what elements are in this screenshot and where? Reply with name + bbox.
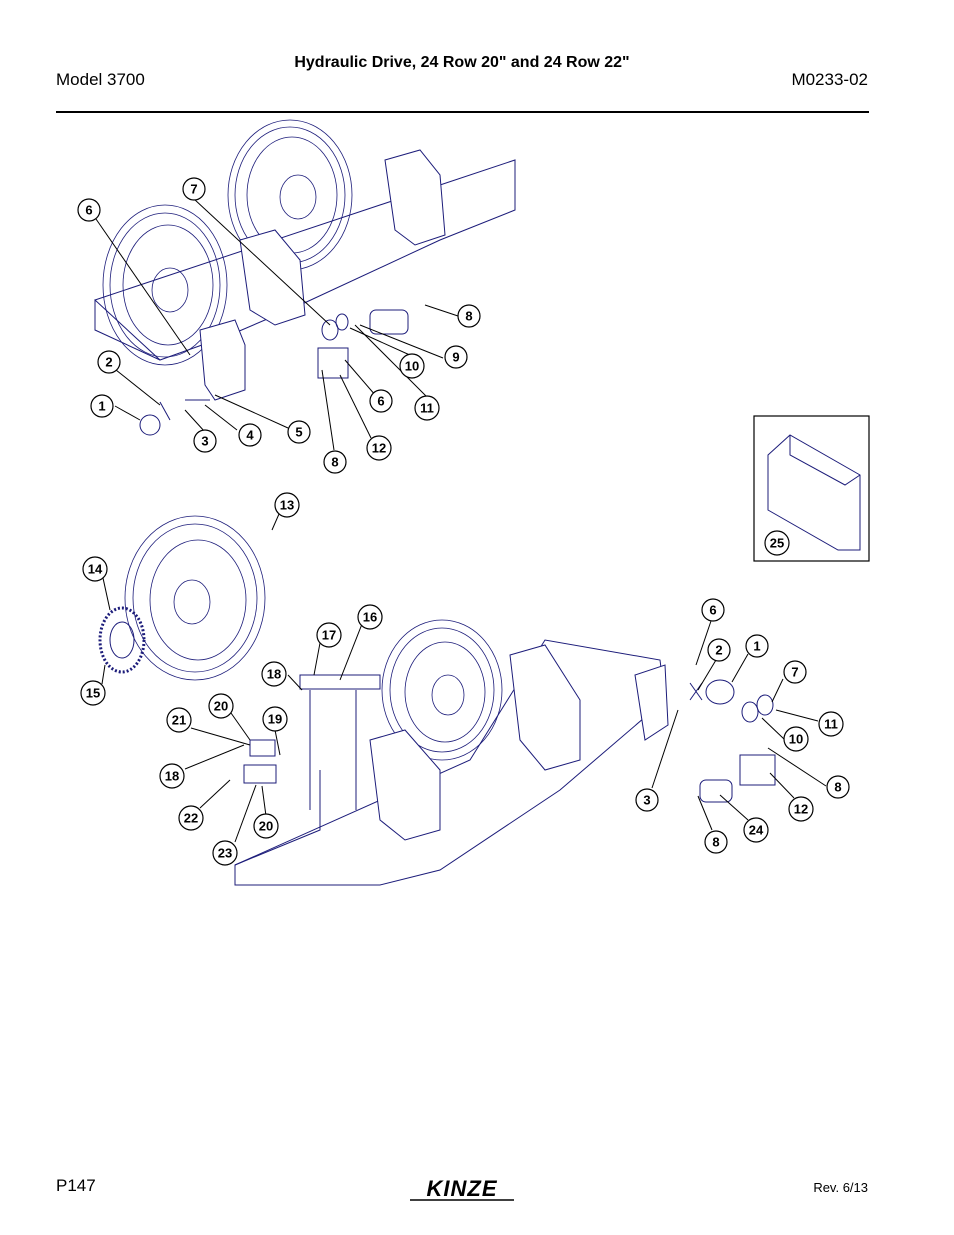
callout-top-6: 6	[77, 198, 101, 222]
kinze-logo: KINZE	[410, 1176, 514, 1201]
svg-text:14: 14	[88, 562, 103, 577]
callout-bottom-23: 23	[212, 840, 238, 866]
svg-text:7: 7	[190, 182, 197, 197]
callout-bottom-7: 7	[783, 660, 807, 684]
svg-text:12: 12	[794, 802, 808, 817]
callout-top-9: 9	[444, 345, 468, 369]
bottom-leaders	[101, 513, 827, 843]
svg-text:2: 2	[105, 355, 112, 370]
callout-bottom-22: 22	[178, 805, 204, 831]
callout-bottom-24: 24	[743, 817, 769, 843]
top-assembly	[94, 119, 516, 436]
callout-top-2: 2	[97, 350, 121, 374]
svg-text:11: 11	[420, 401, 434, 416]
header-rule	[56, 111, 869, 113]
svg-text:18: 18	[165, 769, 179, 784]
callout-bottom-11: 11	[818, 711, 844, 737]
svg-text:17: 17	[322, 628, 336, 643]
svg-text:11: 11	[824, 717, 838, 732]
callout-top-10: 10	[399, 353, 425, 379]
callout-bottom-1: 1	[745, 634, 769, 658]
svg-text:7: 7	[791, 665, 798, 680]
svg-text:20: 20	[214, 699, 228, 714]
callout-top-3: 3	[193, 429, 217, 453]
callout-bottom-14: 14	[82, 556, 108, 582]
callout-top-11: 11	[414, 395, 440, 421]
page-number: P147	[56, 1176, 96, 1195]
callout-bottom-13: 13	[274, 492, 300, 518]
page-title: Hydraulic Drive, 24 Row 20" and 24 Row 2…	[294, 54, 630, 71]
svg-text:13: 13	[280, 498, 294, 513]
callout-top-1: 1	[90, 394, 114, 418]
callout-top-7: 7	[182, 177, 206, 201]
svg-text:16: 16	[363, 610, 377, 625]
callout-bottom-19: 19	[262, 706, 288, 732]
callout-bottom-6: 6	[701, 598, 725, 622]
svg-text:3: 3	[643, 793, 650, 808]
svg-text:21: 21	[172, 713, 186, 728]
callout-bottom-15: 15	[80, 680, 106, 706]
svg-text:9: 9	[452, 350, 459, 365]
callout-inset-25: 25	[764, 530, 790, 556]
svg-text:8: 8	[331, 455, 338, 470]
svg-text:22: 22	[184, 811, 198, 826]
svg-text:15: 15	[86, 686, 100, 701]
svg-text:24: 24	[749, 823, 764, 838]
svg-text:KINZE: KINZE	[427, 1176, 498, 1201]
svg-text:4: 4	[246, 428, 254, 443]
svg-text:6: 6	[377, 394, 384, 409]
callout-bottom-20: 20	[208, 693, 234, 719]
svg-text:2: 2	[715, 643, 722, 658]
svg-text:10: 10	[405, 359, 419, 374]
callout-bottom-8: 8	[826, 775, 850, 799]
svg-text:1: 1	[98, 399, 105, 414]
bottom-assembly	[98, 515, 776, 886]
top-callouts	[95, 198, 459, 451]
svg-text:3: 3	[201, 434, 208, 449]
revision-label: Rev. 6/13	[813, 1180, 868, 1195]
callout-bottom-18b: 18	[159, 763, 185, 789]
callout-top-4: 4	[238, 423, 262, 447]
callout-bottom-12: 12	[788, 796, 814, 822]
callout-bottom-17: 17	[316, 622, 342, 648]
svg-text:6: 6	[709, 603, 716, 618]
callout-bottom-21: 21	[166, 707, 192, 733]
callout-top-12: 12	[366, 435, 392, 461]
svg-text:23: 23	[218, 846, 232, 861]
callout-bottom-20b: 20	[253, 813, 279, 839]
callout-bottom-10: 10	[783, 726, 809, 752]
svg-text:18: 18	[267, 667, 281, 682]
svg-text:25: 25	[770, 536, 784, 551]
sprocket	[98, 606, 146, 674]
callout-bottom-8b: 8	[704, 830, 728, 854]
callout-bottom-16: 16	[357, 604, 383, 630]
callout-bottom-2: 2	[707, 638, 731, 662]
model-label: Model 3700	[56, 70, 145, 89]
svg-text:12: 12	[372, 441, 386, 456]
svg-text:8: 8	[834, 780, 841, 795]
svg-text:20: 20	[259, 819, 273, 834]
wheel-bottom-left	[124, 515, 266, 681]
svg-text:19: 19	[268, 712, 282, 727]
callout-bottom-18: 18	[261, 661, 287, 687]
svg-text:8: 8	[712, 835, 719, 850]
svg-text:8: 8	[465, 309, 472, 324]
callout-top-8: 8	[457, 304, 481, 328]
svg-text:10: 10	[789, 732, 803, 747]
svg-text:6: 6	[85, 203, 92, 218]
wheel-bottom-right	[381, 619, 503, 761]
wheel-top-front	[102, 204, 228, 366]
document-number: M0233-02	[791, 70, 868, 89]
svg-text:5: 5	[295, 425, 302, 440]
callout-top-6b: 6	[369, 389, 393, 413]
svg-text:1: 1	[753, 639, 760, 654]
callout-top-8b: 8	[323, 450, 347, 474]
callout-top-5: 5	[287, 420, 311, 444]
callout-bottom-3: 3	[635, 788, 659, 812]
